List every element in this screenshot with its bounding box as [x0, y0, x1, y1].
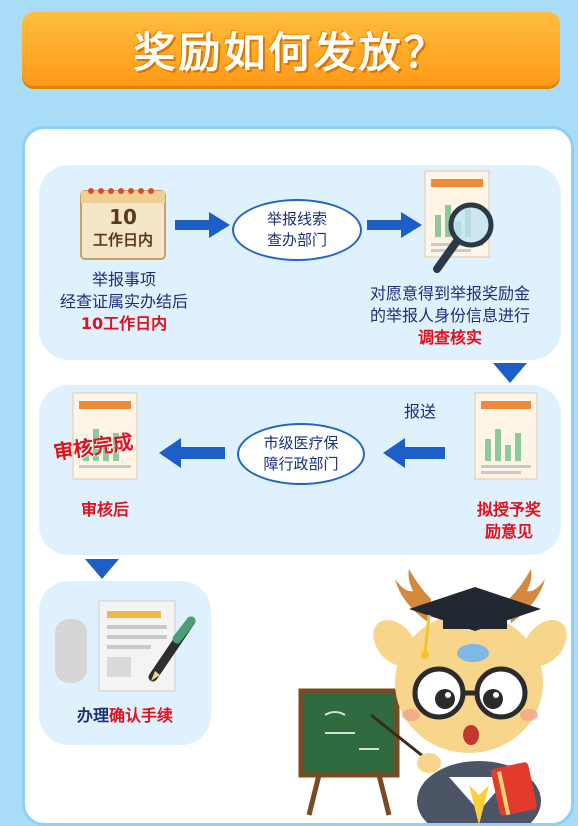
arrow-left-icon — [383, 437, 445, 469]
step4-label: 审核后 — [80, 500, 129, 519]
document-magnifier-icon — [417, 169, 507, 279]
step3-line2: 励意见 — [484, 522, 533, 541]
document-pen-icon — [55, 595, 199, 695]
calendar-number: 10 — [109, 205, 137, 229]
step1-caption: 举报事项 经查证属实办结后 10工作日内 — [39, 269, 209, 335]
step5-part1: 办理 — [76, 706, 109, 725]
step1-line1: 举报事项 — [91, 270, 156, 289]
title-banner: 奖励如何发放？ — [22, 12, 560, 86]
arrow-left-icon — [159, 437, 225, 469]
medical-admin-dept-node: 市级医疗保 障行政部门 — [237, 423, 365, 485]
arrow-down-icon — [493, 363, 527, 383]
flow-card: 10 工作日内 举报线索 查办部门 举报事项 经查证属实办结后 10工作日内 — [22, 126, 574, 826]
arrow-right-icon — [367, 211, 423, 239]
arrow-right-icon — [175, 211, 231, 239]
step3-line1: 拟授予奖 — [476, 500, 541, 519]
step2-line1: 对愿意得到举报奖励金 — [369, 284, 530, 303]
page-title: 奖励如何发放？ — [133, 27, 449, 77]
oval2-line2: 障行政部门 — [263, 455, 339, 473]
mascot-deer-illustration — [279, 565, 571, 823]
oval1-line1: 举报线索 — [266, 210, 327, 228]
send-label: 报送 — [403, 402, 436, 421]
step2-line2: 的举报人身份信息进行 — [369, 306, 530, 325]
step2-line3: 调查核实 — [417, 328, 482, 347]
oval2-line1: 市级医疗保 — [263, 434, 339, 452]
document-chart-icon — [471, 391, 541, 481]
approved-document-icon — [69, 391, 141, 481]
calendar-icon: 10 工作日内 — [77, 183, 169, 261]
calendar-text: 工作日内 — [92, 231, 153, 249]
arrow-down-icon — [85, 559, 119, 579]
step1-line3: 10工作日内 — [80, 314, 168, 333]
oval1-line2: 查办部门 — [266, 231, 327, 249]
step5-label: 办理确认手续 — [39, 705, 211, 727]
step1-line2: 经查证属实办结后 — [59, 292, 188, 311]
step5-part2: 确认手续 — [109, 706, 174, 725]
step3-label: 拟授予奖 励意见 — [461, 499, 557, 543]
investigation-dept-node: 举报线索 查办部门 — [232, 199, 362, 261]
step2-caption: 对愿意得到举报奖励金 的举报人身份信息进行 调查核实 — [343, 283, 557, 349]
